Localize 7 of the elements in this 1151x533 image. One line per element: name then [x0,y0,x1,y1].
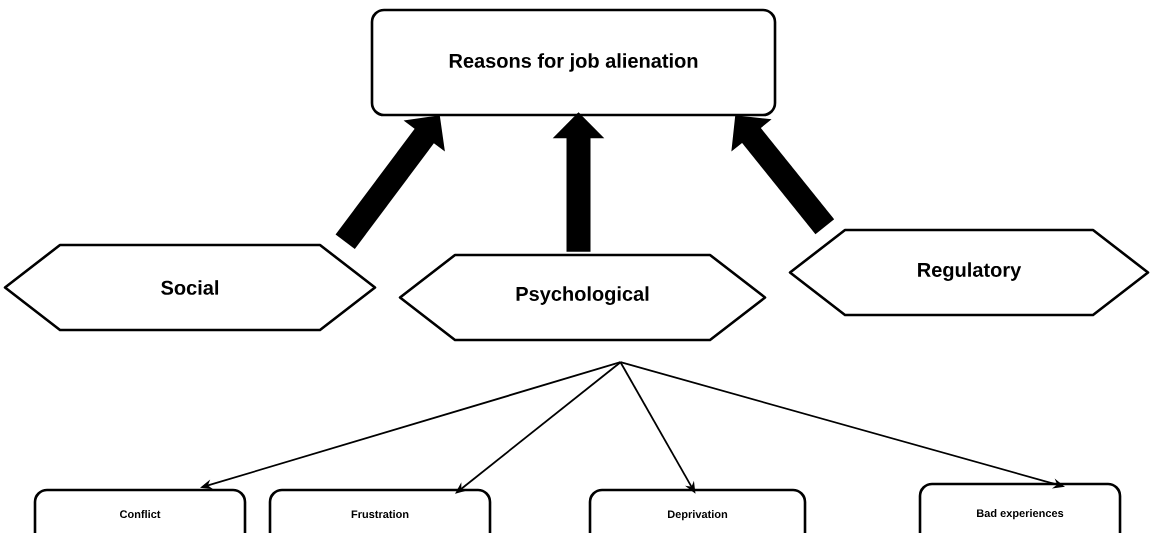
rounded-box: Deprivation [588,488,807,533]
rounded-box: Reasons for job alienation [370,8,777,117]
rounded-box: Conflict [33,488,247,533]
arrow [731,115,835,235]
rounded-box: Bad experiences [918,482,1122,533]
rounded-box: Frustration [268,488,492,533]
arrow [455,361,622,494]
